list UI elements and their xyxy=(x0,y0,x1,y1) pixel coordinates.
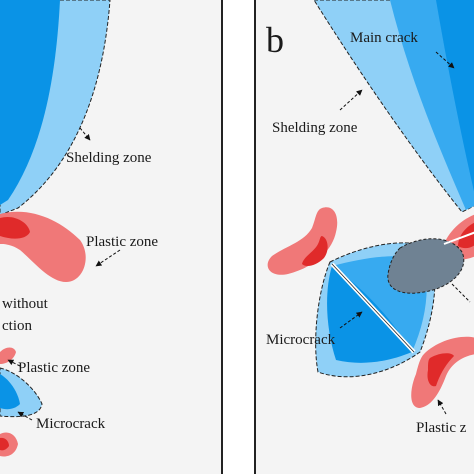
panel-b-plastic-lobe-bottom-outer xyxy=(411,336,474,408)
panel-a-microcrack-zone-dark xyxy=(0,374,20,410)
panel-b-label-shelding-zone: Shelding zone xyxy=(272,120,358,136)
panel-a-label-ction: ction xyxy=(2,318,32,334)
panel-a-arrow-plastic-bottom xyxy=(7,359,21,367)
panel-b: b Main crack Shelding zone Microcrack Pl… xyxy=(254,0,474,474)
panel-b-label-microcrack: Microcrack xyxy=(266,332,336,348)
panel-a-label-microcrack: Microcrack xyxy=(36,416,106,432)
panel-a-label-shelding-zone: Shelding zone xyxy=(66,150,152,166)
panel-b-microcrack-zone-dark xyxy=(327,266,412,363)
panel-a-shelding-zone-dark xyxy=(0,0,60,205)
panel-a-plastic-zone-inner xyxy=(0,216,30,239)
panel-b-arrow-microcrack xyxy=(339,311,363,329)
panel-b-label-plastic: Plastic z xyxy=(416,420,467,436)
panel-a-label-without: without xyxy=(2,296,49,312)
panel-a-plastic-lobe-lower xyxy=(0,432,18,457)
panel-a-arrow-shelding xyxy=(79,127,91,141)
panel-b-arrow-plastic xyxy=(437,399,447,415)
panel-b-microcrack-line-edge xyxy=(331,263,415,353)
panel-a-label-plastic-zone-bottom: Plastic zone xyxy=(18,360,90,376)
panel-a-arrow-microcrack xyxy=(17,411,33,421)
panel-a-label-plastic-zone-top: Plastic zone xyxy=(86,234,158,250)
panel-b-shelding-zone-dark xyxy=(436,0,474,192)
panel-a-plastic-lobe-lower-inner xyxy=(0,437,9,451)
panel-a: Shelding zone Plastic zone without ction… xyxy=(0,0,223,474)
panel-b-main-crack-line xyxy=(443,231,474,245)
panel-b-letter: b xyxy=(266,20,284,60)
panel-a-plastic-lobe-upper xyxy=(0,347,16,364)
panel-b-label-main-crack: Main crack xyxy=(350,30,418,46)
panel-b-plastic-lobe-bottom-inner xyxy=(427,353,454,387)
panel-b-plastic-lobe-left-inner xyxy=(302,236,328,266)
panel-b-arrow-main-crack xyxy=(435,51,455,69)
panel-b-grey-zone xyxy=(387,238,465,294)
panel-b-dashed-edge xyxy=(451,283,471,303)
